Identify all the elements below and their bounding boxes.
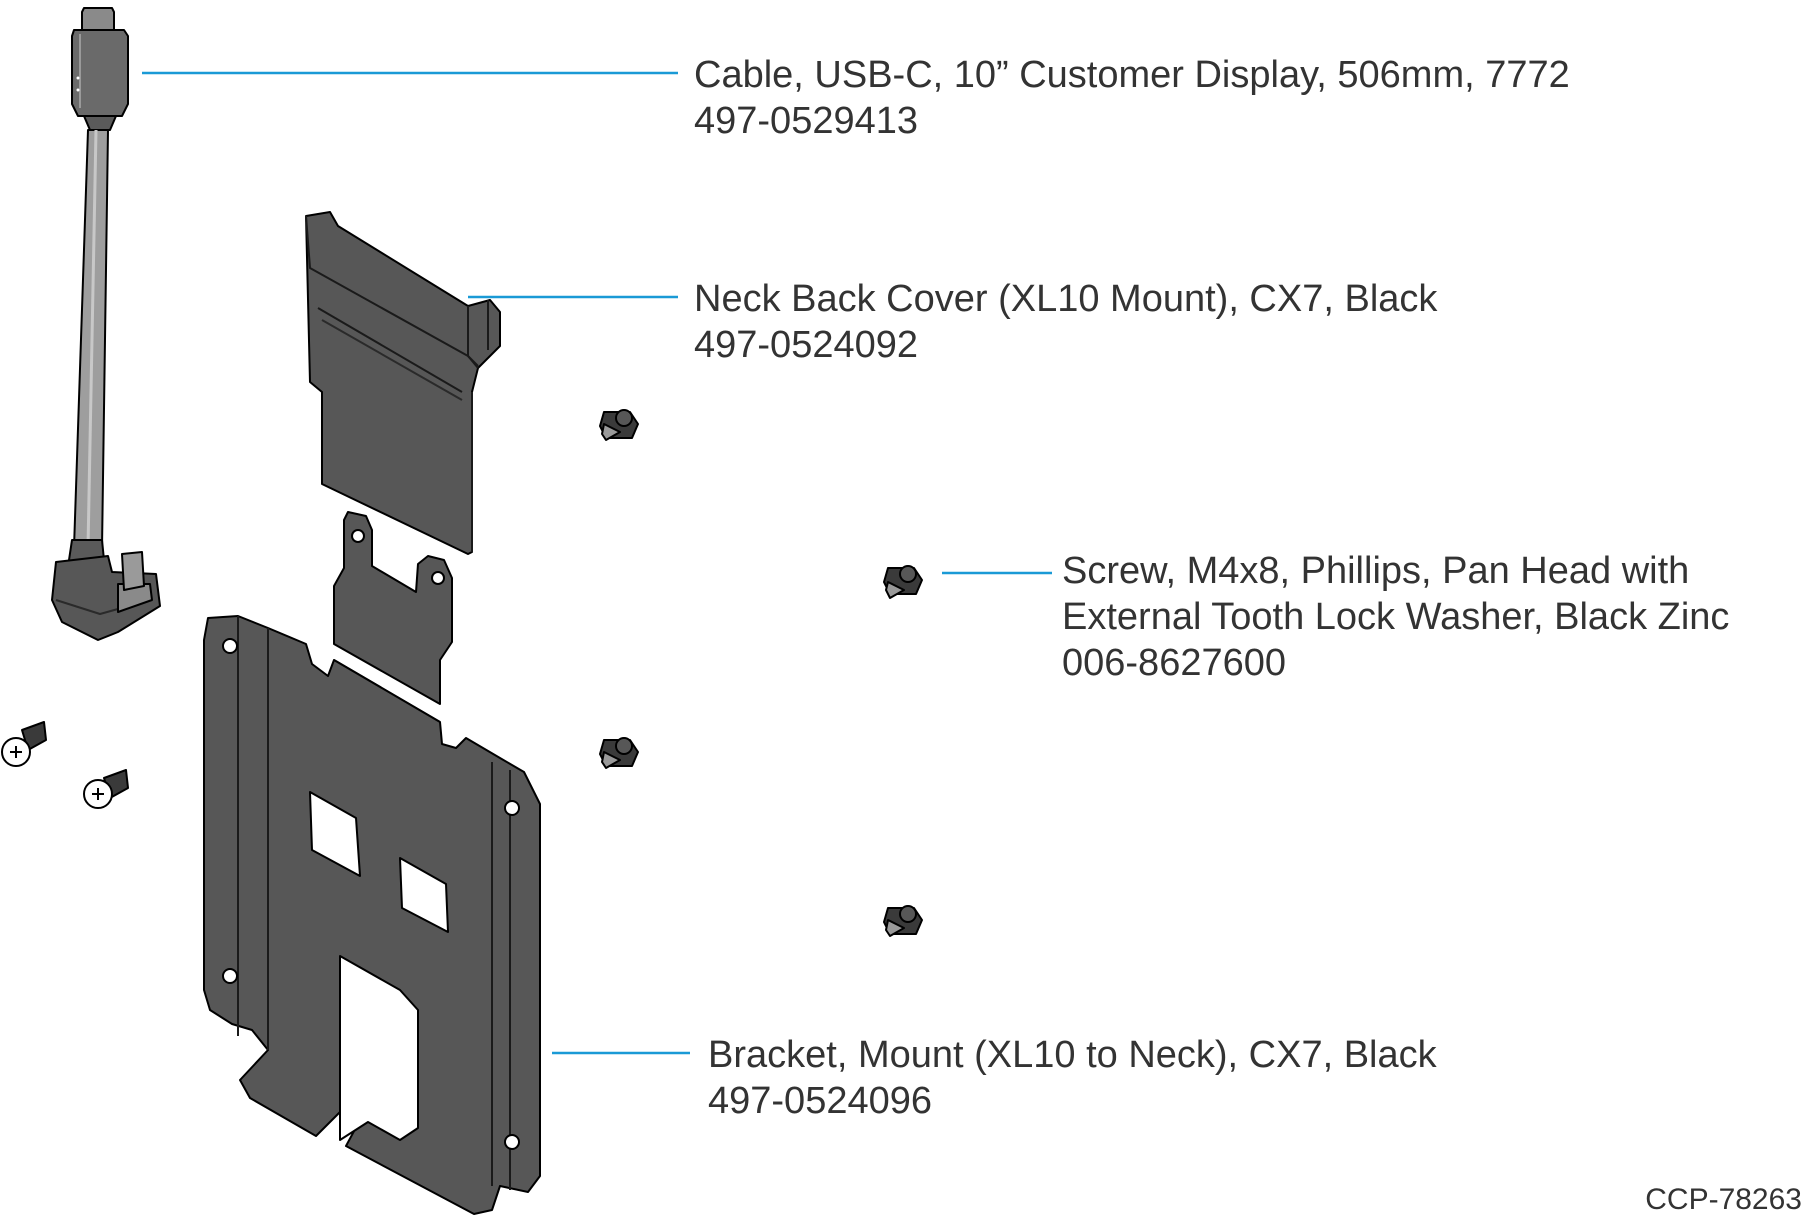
callout-cable-description: Cable, USB-C, 10” Customer Display, 506m… xyxy=(694,54,1570,96)
tab-hole-left xyxy=(351,529,365,543)
screw-top-center xyxy=(599,409,639,441)
callout-neck-cover: Neck Back Cover (XL10 Mount), CX7, Black… xyxy=(694,276,1437,368)
bracket-hole-br xyxy=(504,1134,520,1150)
screw-right-upper xyxy=(883,565,923,599)
callout-bracket-part-number: 497-0524096 xyxy=(708,1080,932,1122)
callout-screw-description-line1: Screw, M4x8, Phillips, Pan Head with xyxy=(1062,550,1690,592)
callout-screw-part-number: 006-8627600 xyxy=(1062,642,1286,684)
callout-screw-description-line2: External Tooth Lock Washer, Black Zinc xyxy=(1062,596,1730,638)
callout-cable: Cable, USB-C, 10” Customer Display, 506m… xyxy=(694,52,1570,144)
usb-c-cable xyxy=(51,7,161,641)
screws xyxy=(1,409,923,937)
bracket-hole-tl xyxy=(222,638,238,654)
callout-neck-cover-description: Neck Back Cover (XL10 Mount), CX7, Black xyxy=(694,278,1438,320)
callout-screw: Screw, M4x8, Phillips, Pan Head with Ext… xyxy=(1062,548,1729,686)
bracket-hole-bl xyxy=(222,968,238,984)
neck-back-cover xyxy=(305,211,501,555)
callout-cable-part-number: 497-0529413 xyxy=(694,100,918,142)
leader-lines xyxy=(142,71,1052,1055)
tab-hole-right xyxy=(431,571,445,585)
reference-code: CCP-78263 xyxy=(1645,1183,1802,1216)
screw-left-2 xyxy=(83,769,129,809)
mount-bracket xyxy=(203,511,541,1215)
callout-bracket: Bracket, Mount (XL10 to Neck), CX7, Blac… xyxy=(708,1032,1437,1124)
callout-neck-cover-part-number: 497-0524092 xyxy=(694,324,918,366)
screw-center xyxy=(599,737,639,769)
callout-bracket-description: Bracket, Mount (XL10 to Neck), CX7, Blac… xyxy=(708,1034,1437,1076)
screw-right-lower xyxy=(883,905,923,937)
bracket-hole-tr xyxy=(504,800,520,816)
screw-left-1 xyxy=(1,721,47,767)
